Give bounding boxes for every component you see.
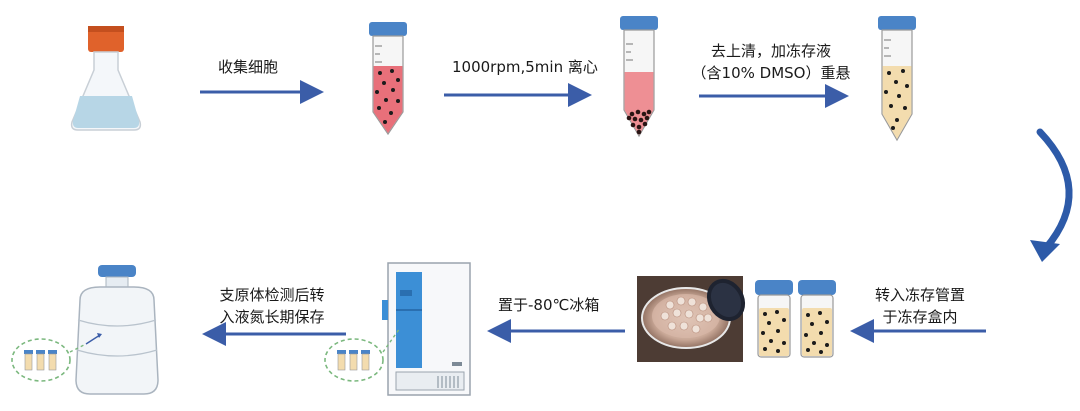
centrifuge-tube-icon (369, 22, 407, 136)
step-label-store-line1: 支原体检测后转 (219, 286, 325, 304)
curved-flow-arrow (1030, 128, 1073, 262)
centrifuge-tube-icon (878, 16, 916, 142)
step-label-resuspend: 去上清，加冻存液 （含10% DMSO）重悬 (676, 40, 866, 84)
vial-group-bubble (324, 327, 401, 382)
step-label-collect: 收集细胞 (218, 58, 279, 76)
step-label-freeze: 置于-80℃冰箱 (498, 296, 600, 314)
step-label-store-line2: 入液氮长期保存 (219, 308, 325, 326)
liquid-nitrogen-tank-icon (75, 265, 159, 395)
freezer-icon (382, 262, 471, 396)
step-label-centrifuge: 1000rpm,5min 离心 (452, 58, 598, 76)
step-label-resuspend-line1: 去上清，加冻存液 (710, 42, 831, 60)
step-label-transfer: 转入冻存管置 于冻存盒内 (860, 284, 980, 328)
step-label-resuspend-line2: （含10% DMSO）重悬 (691, 64, 851, 82)
cryo-box-photo (637, 276, 746, 362)
step-label-transfer-line2: 于冻存盒内 (882, 308, 958, 326)
cryovial-icon (798, 280, 836, 358)
step-label-transfer-line1: 转入冻存管置 (874, 286, 965, 304)
cryovial-icon (755, 280, 793, 358)
culture-flask-icon (70, 26, 142, 131)
step-label-store: 支原体检测后转 入液氮长期保存 (202, 284, 342, 328)
centrifuge-tube-icon (620, 16, 658, 138)
vial-group-bubble (11, 338, 87, 382)
